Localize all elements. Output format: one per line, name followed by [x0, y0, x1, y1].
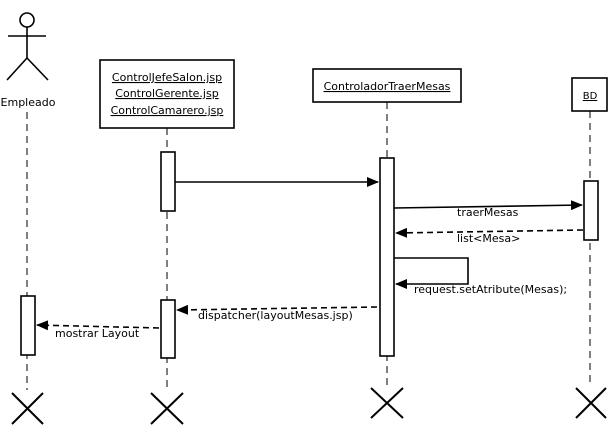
message-traer-label: traerMesas: [457, 206, 519, 219]
message-traer-arrow: [393, 200, 583, 211]
message-dispatch-arrow: [176, 304, 378, 315]
activation-jsp-2: [160, 299, 176, 359]
message-list-label: list<Mesa>: [457, 232, 520, 245]
destroy-jsp: [150, 392, 184, 425]
destroy-db: [575, 387, 607, 419]
activation-db: [583, 180, 599, 241]
object-controller: ControladorTraerMesas: [312, 68, 462, 103]
jsp-line-2: ControlGerente.jsp: [115, 87, 218, 100]
activation-jsp-1: [160, 151, 176, 212]
destroy-empleado: [11, 392, 44, 425]
message-show-label: mostrar Layout: [55, 327, 140, 340]
actor-empleado: [6, 12, 49, 81]
message-self-label: request.setAtribute(Mesas);: [414, 283, 567, 296]
activation-empleado: [20, 295, 36, 356]
message-dispatch-label: dispatcher(layoutMesas.jsp): [198, 309, 353, 322]
message-self-arrow: [394, 257, 469, 289]
actor-head: [19, 12, 35, 28]
jsp-line-3: ControlCamarero.jsp: [111, 104, 224, 117]
actor-leg-right: [26, 57, 49, 81]
controller-label: ControladorTraerMesas: [324, 80, 451, 93]
object-db: BD: [571, 77, 608, 112]
activation-controller: [379, 157, 395, 357]
object-jsp: ControlJefeSalon.jsp ControlGerente.jsp …: [99, 59, 235, 129]
actor-label: Empleado: [1, 96, 56, 109]
message-list-arrow: [395, 227, 584, 238]
jsp-line-1: ControlJefeSalon.jsp: [112, 71, 222, 84]
actor-leg-left: [6, 57, 28, 81]
db-label: BD: [583, 91, 598, 102]
destroy-controller: [370, 387, 404, 419]
message-show-arrow: [36, 320, 160, 331]
